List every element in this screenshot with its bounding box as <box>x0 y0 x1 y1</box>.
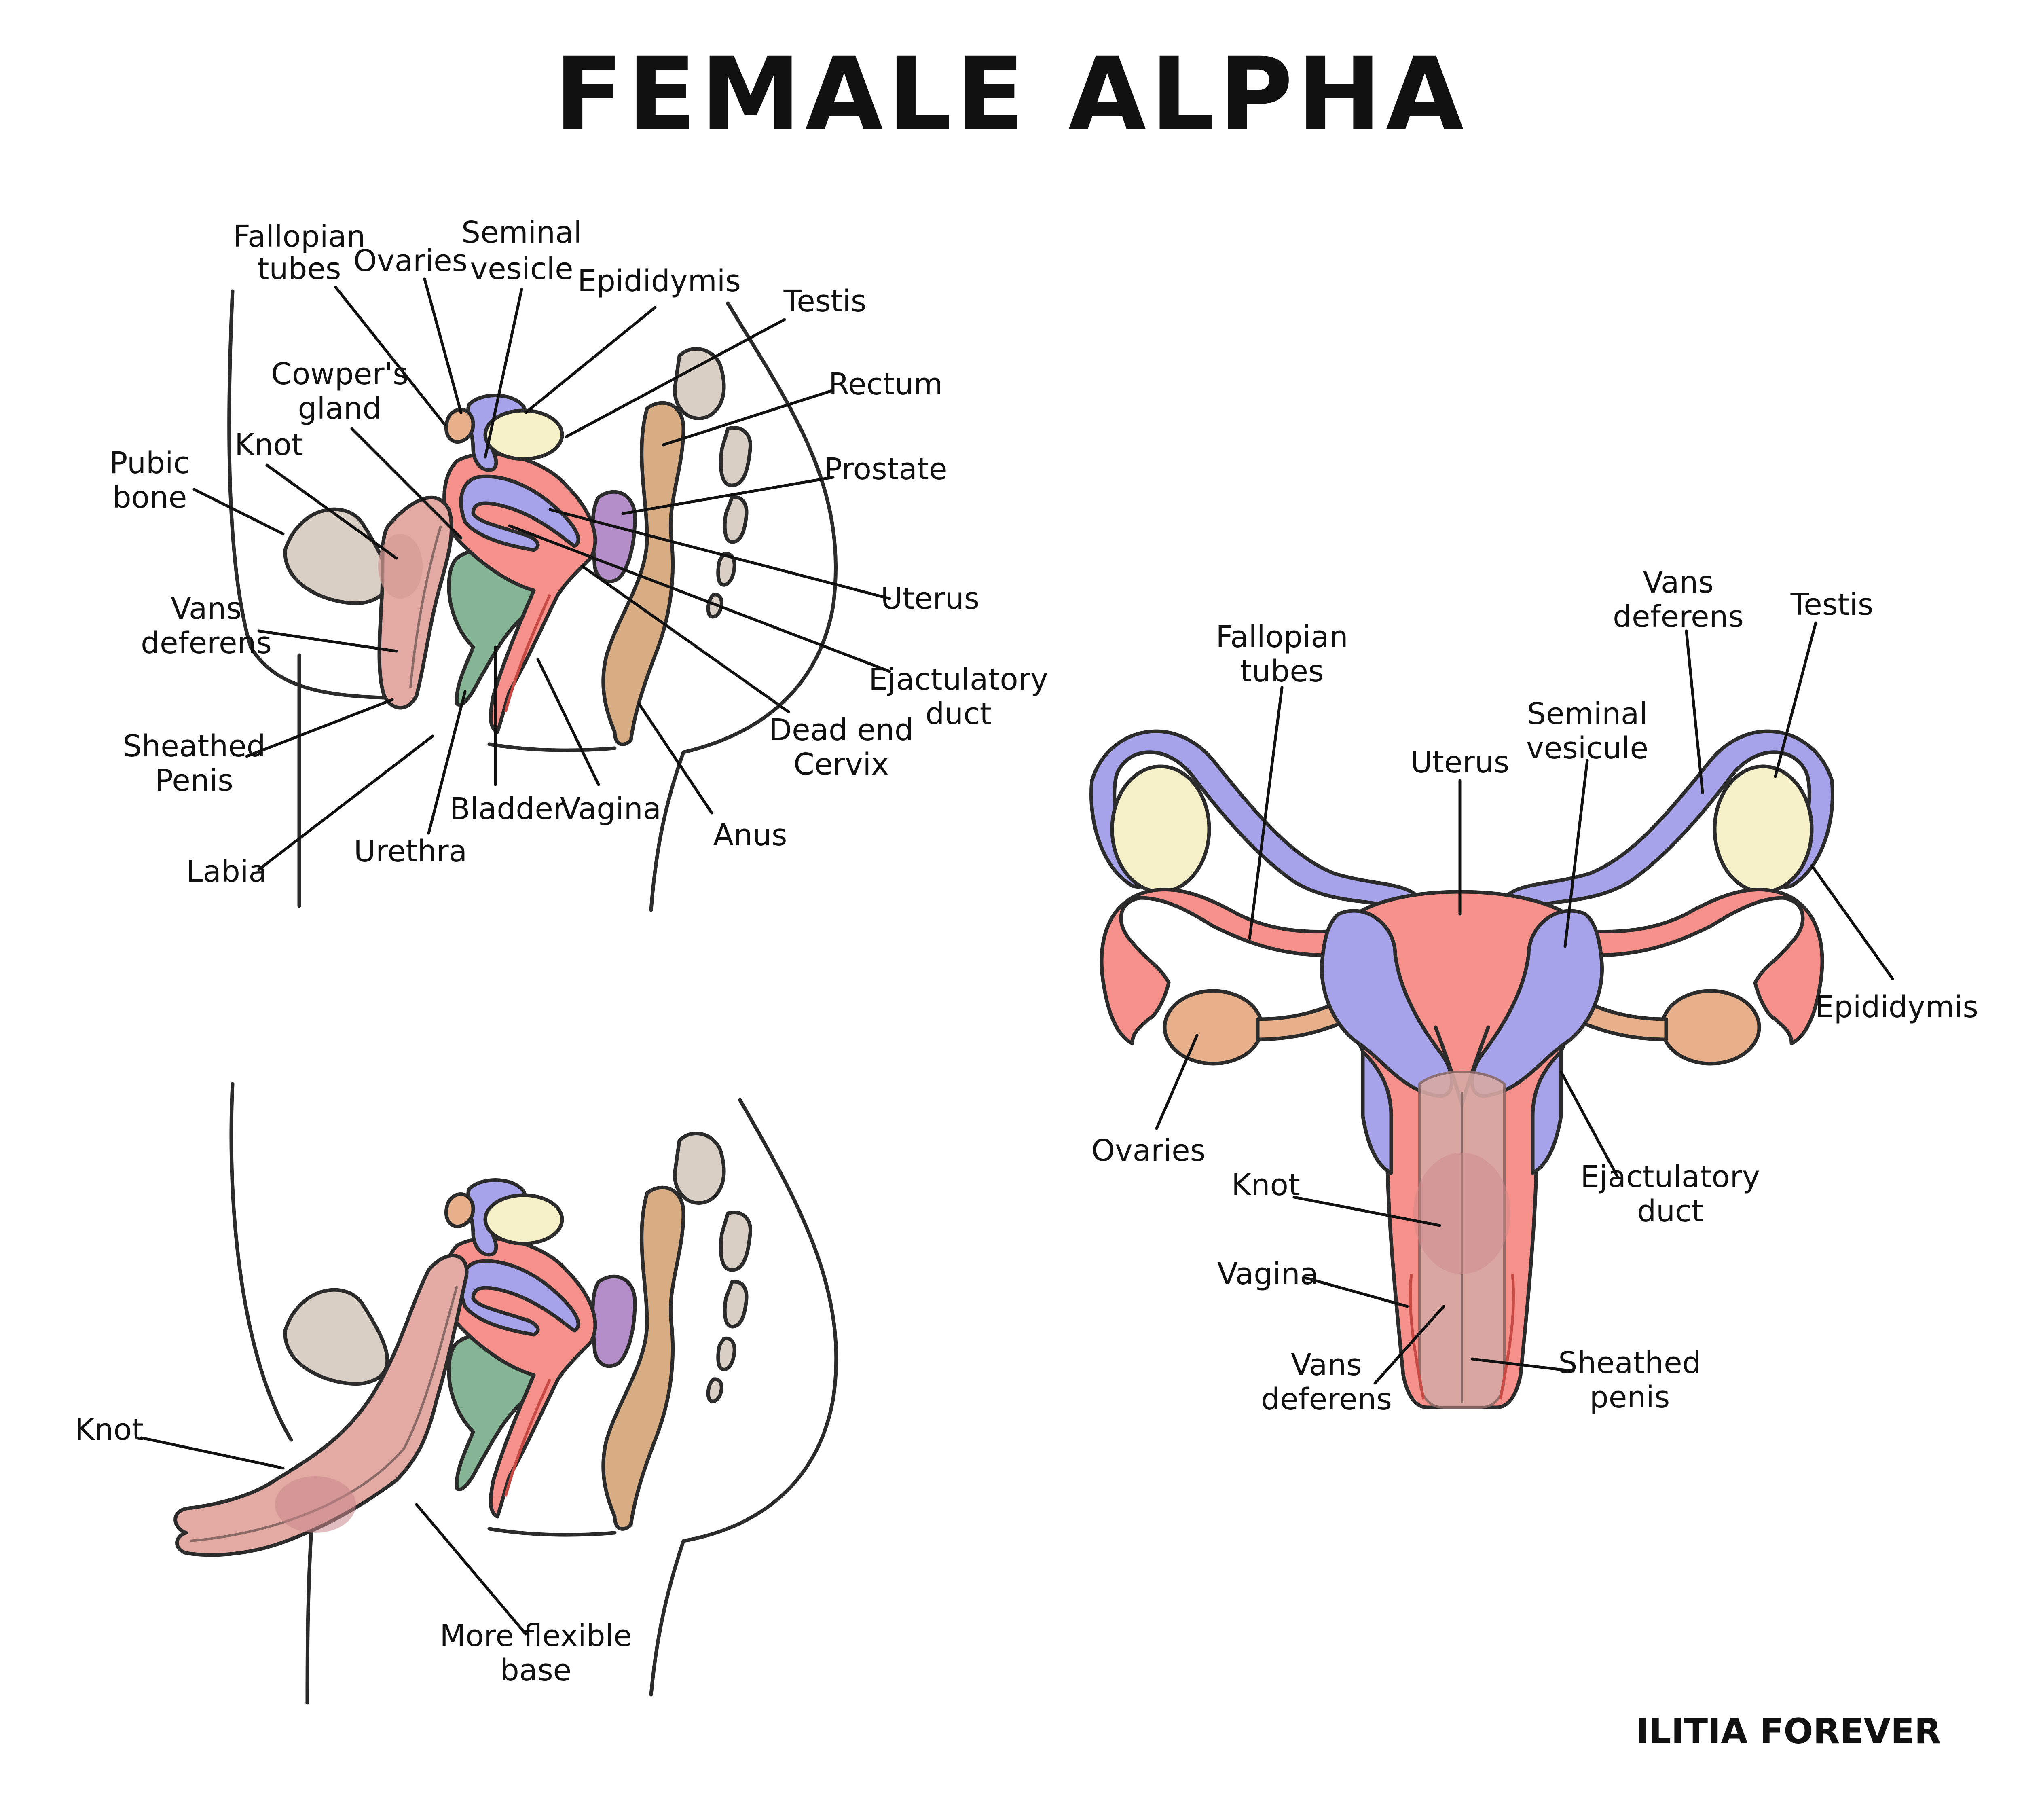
side-ovary <box>444 408 475 444</box>
side-vas-deferens <box>459 474 580 552</box>
side-urethra-line <box>409 525 442 688</box>
front-label-testis: Testis <box>1790 587 1874 622</box>
side-label-urethra: Urethra <box>354 834 467 869</box>
front-testis-left <box>1110 764 1211 894</box>
front-fallopian-right <box>1575 888 1824 1045</box>
side-label-vagina: Vagina <box>560 791 661 826</box>
erect-ovary <box>444 1192 475 1229</box>
front-knot <box>1413 1153 1510 1274</box>
front-ejac-duct-left <box>1361 1050 1393 1175</box>
erect-body-outline <box>229 1082 838 1705</box>
front-ovary-right <box>1660 989 1761 1066</box>
side-rectum <box>601 401 685 746</box>
erect-vagina-canal <box>504 1378 552 1497</box>
front-label-ovaries: Ovaries <box>1091 1133 1206 1168</box>
side-label-rectum: Rectum <box>829 367 943 402</box>
side-label-anus: Anus <box>713 818 787 853</box>
front-testis-right <box>1713 764 1814 894</box>
side-spine <box>673 347 753 619</box>
side-label-prostate: Prostate <box>824 452 948 487</box>
erect-leaders <box>140 1436 527 1636</box>
side-knot <box>378 534 423 599</box>
side-label-knot: Knot <box>235 427 303 462</box>
side-perineum-line <box>487 742 617 752</box>
front-ejac-duct-right <box>1531 1050 1563 1175</box>
artist-signature: ILITIA FOREVER <box>1636 1711 1941 1752</box>
erect-pubic-bone <box>283 1288 389 1386</box>
erect-view-diagram <box>173 1082 838 1705</box>
erect-testis <box>483 1193 564 1246</box>
side-testis <box>483 408 564 461</box>
front-ovary-left <box>1163 989 1264 1066</box>
erect-rectum <box>601 1185 685 1531</box>
front-label-epididymis: Epididymis <box>1815 990 1978 1024</box>
page-title: FEMALE ALPHA <box>554 36 1468 153</box>
front-leaders <box>1155 621 1894 1385</box>
front-label-knot: Knot <box>1231 1168 1300 1202</box>
erect-perineum-line <box>487 1527 617 1537</box>
erect-prostate <box>591 1274 637 1368</box>
side-label-labia: Labia <box>186 854 266 889</box>
erect-sheathed-penis <box>173 1253 469 1557</box>
erect-label-knot: Knot <box>75 1412 144 1447</box>
side-label-uterus: Uterus <box>881 581 980 616</box>
front-label-uterus: Uterus <box>1411 745 1510 780</box>
side-pubic-bone <box>283 507 389 605</box>
front-vaginal-walls <box>1409 1274 1515 1400</box>
front-label-vagina: Vagina <box>1217 1257 1318 1291</box>
side-label-ovaries: Ovaries <box>353 243 467 278</box>
side-view-diagram <box>227 289 838 912</box>
front-view-diagram <box>1089 729 1835 1409</box>
side-label-bladder: Bladder <box>450 791 566 826</box>
side-label-testis: Testis <box>783 284 867 319</box>
side-body-outline <box>227 289 838 912</box>
side-prostate <box>591 490 637 584</box>
side-vagina-canal <box>504 594 552 712</box>
erect-knot <box>275 1476 356 1533</box>
erect-vas-deferens <box>459 1259 580 1337</box>
side-label-epididymis: Epididymis <box>577 264 741 298</box>
erect-urethra-line <box>190 1286 458 1542</box>
front-fallopian-left <box>1100 888 1349 1045</box>
side-leaders <box>192 277 891 871</box>
erect-spine <box>673 1132 753 1403</box>
